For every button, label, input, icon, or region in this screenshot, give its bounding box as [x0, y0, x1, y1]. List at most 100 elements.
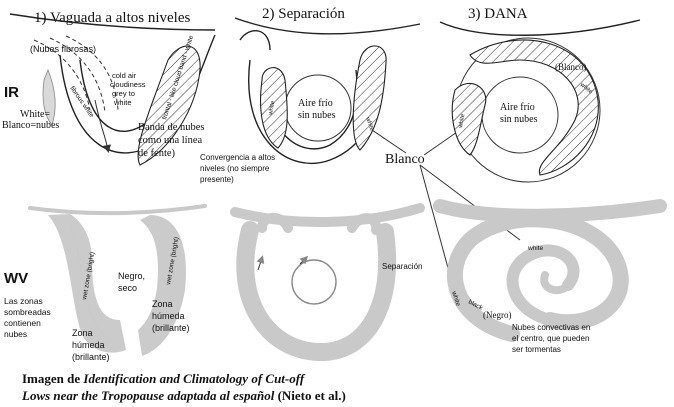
zhl-line-2: húmeda — [72, 340, 105, 350]
negro-line-1: Negro, — [118, 271, 145, 281]
wv-hook-left — [257, 212, 293, 233]
jet-line-3 — [439, 19, 641, 36]
label-aire-frio-2: Aire frío — [500, 102, 535, 113]
wv-wet-zone-left — [48, 214, 126, 353]
zhl-line-3: (brillante) — [72, 352, 110, 362]
fibrous-arc-1 — [33, 39, 91, 111]
wv-hook-right — [347, 213, 382, 235]
cold-air-line-1: cold air — [112, 71, 137, 80]
wv-jet-2 — [230, 203, 425, 227]
conv-line-3: presente) — [200, 175, 234, 184]
zhr-line-2: húmeda — [152, 311, 185, 321]
label-convergencia: Convergencia a altos niveles (no siempre… — [200, 153, 277, 184]
ir-panel-1: (Nubes fibrosas) fibrous white cold air … — [9, 13, 216, 166]
zhr-line-1: Zona — [152, 299, 173, 309]
cold-air-line-3: grey to — [112, 89, 135, 98]
conv-line-1: Convergencia a altos — [200, 153, 275, 162]
label-white-d: white — [458, 113, 467, 129]
wv-panel-3: white white black (Negro) Nubes convecti… — [433, 199, 667, 354]
banda-line-2: como una línea — [138, 135, 202, 146]
dana-spiral-band — [469, 39, 599, 176]
pointer-blanco-d — [419, 164, 449, 269]
zhr-line-3: (brillante) — [152, 323, 190, 333]
wv-note-line-1: Las zonas — [4, 296, 43, 306]
zhl-line-1: Zona — [72, 328, 93, 338]
nc-line-2: el centro, que pueden — [512, 334, 589, 343]
label-nubes-fibrosas: (Nubes fibrosas) — [30, 44, 96, 54]
caption-line-2-bold: (Nieto et al.) — [274, 388, 345, 403]
ir-panel-2: white white Aire frío sin nubes Converge… — [200, 17, 421, 184]
nc-line-3: ser tormentas — [512, 345, 561, 354]
wv-spiral-mid — [506, 244, 580, 326]
panel-1-title: 1) Vaguada a altos niveles — [34, 10, 191, 26]
caption-line-1-italic: Identification and Climatology of Cut-of… — [82, 371, 305, 386]
wv-spiral-outer — [447, 211, 629, 342]
banda-line-1: Banda de nubes — [138, 122, 204, 133]
label-white-f: white — [527, 245, 544, 252]
caption-line-1: Imagen de Identification and Climatology… — [22, 371, 306, 386]
wv-jet-1 — [28, 204, 207, 216]
trough-flow-arrow — [94, 99, 111, 153]
label-sin-nubes-2: sin nubes — [500, 114, 538, 125]
frontal-cloud-band — [137, 45, 201, 166]
row-label-wv: WV — [4, 270, 28, 287]
dana-left-band — [451, 83, 487, 156]
fibrous-cloud-patch — [42, 68, 56, 126]
label-nubes-convectivas: Nubes convectivas en el centro, que pued… — [512, 323, 593, 354]
cold-air-line-4: white — [113, 98, 132, 107]
ir-panel-3: (Blanco) white white Aire frío sin nubes — [439, 19, 641, 183]
ir-note-line-1: White= — [20, 109, 50, 120]
label-white-a: white — [268, 100, 277, 116]
trough-outline-inner — [79, 59, 151, 132]
label-zona-humeda-right: Zona húmeda (brillante) — [152, 299, 190, 333]
ir-band-right-2 — [352, 45, 387, 151]
pointer-blanco-a — [371, 129, 407, 154]
wv-panel-2: Separación — [230, 203, 425, 361]
wv-note-line-2: sombreadas — [4, 307, 51, 317]
label-separacion: Separación — [382, 262, 422, 271]
label-fibrous-white: fibrous white — [68, 85, 95, 119]
nc-line-1: Nubes convectivas en — [512, 323, 590, 332]
label-negro-seco: Negro, seco — [118, 271, 148, 293]
wv-spiral-inner — [540, 271, 572, 295]
wv-flow-line — [69, 224, 111, 341]
panel-2-title: 2) Separación — [262, 6, 345, 22]
jet-line-1 — [9, 13, 216, 31]
fibrous-arc-3 — [65, 35, 119, 111]
ir-band-left-2 — [260, 67, 288, 149]
label-white-b: white — [364, 116, 375, 133]
pointer-blanco-b — [423, 129, 461, 156]
negro-line-2: seco — [118, 283, 137, 293]
fibrous-arc-2 — [49, 37, 106, 113]
wv-circulation — [291, 259, 337, 305]
row-label-ir: IR — [4, 84, 19, 101]
ir-note-line-2: Blanco=nubes — [2, 120, 59, 131]
caption-line-2: Lows near the Tropopause adaptada al esp… — [21, 388, 346, 403]
caption-line-1-bold: Imagen de — [22, 371, 83, 386]
label-blanco-paren: (Blanco) — [555, 62, 587, 72]
label-aire-frio-1: Aire frío — [298, 98, 333, 109]
label-zona-humeda-left: Zona húmeda (brillante) — [72, 328, 110, 362]
cutoff-outline-a — [239, 30, 271, 51]
wv-note-line-4: nubes — [4, 329, 27, 339]
label-blanco-center: Blanco — [385, 152, 425, 167]
label-negro-paren: (Negro) — [483, 310, 512, 320]
wv-panel-1: wet zone (bright) wet zone (bright) Negr… — [28, 204, 207, 362]
jet-line-2 — [234, 17, 421, 35]
label-sin-nubes-1: sin nubes — [298, 110, 336, 121]
conv-line-2: niveles (no siempre — [200, 164, 270, 173]
wv-note-line-3: contienen — [4, 318, 41, 328]
cold-air-line-2: cloudiness — [110, 80, 146, 89]
wv-flow-arrow — [256, 255, 265, 271]
label-white-e: white — [450, 290, 462, 308]
caption-line-2-italic: Lows near the Tropopause adaptada al esp… — [21, 388, 275, 403]
banda-line-3: de fente) — [138, 148, 176, 159]
wv-note: Las zonas sombreadas contienen nubes — [4, 296, 53, 339]
wv-circulation-arrow — [299, 255, 309, 265]
label-banda-nubes: Banda de nubes como una línea de fente) — [138, 122, 207, 159]
wv-wet-zone-right — [138, 215, 186, 356]
wv-outer-ring — [236, 221, 397, 361]
label-cold-air: cold air cloudiness grey to white — [110, 71, 148, 107]
